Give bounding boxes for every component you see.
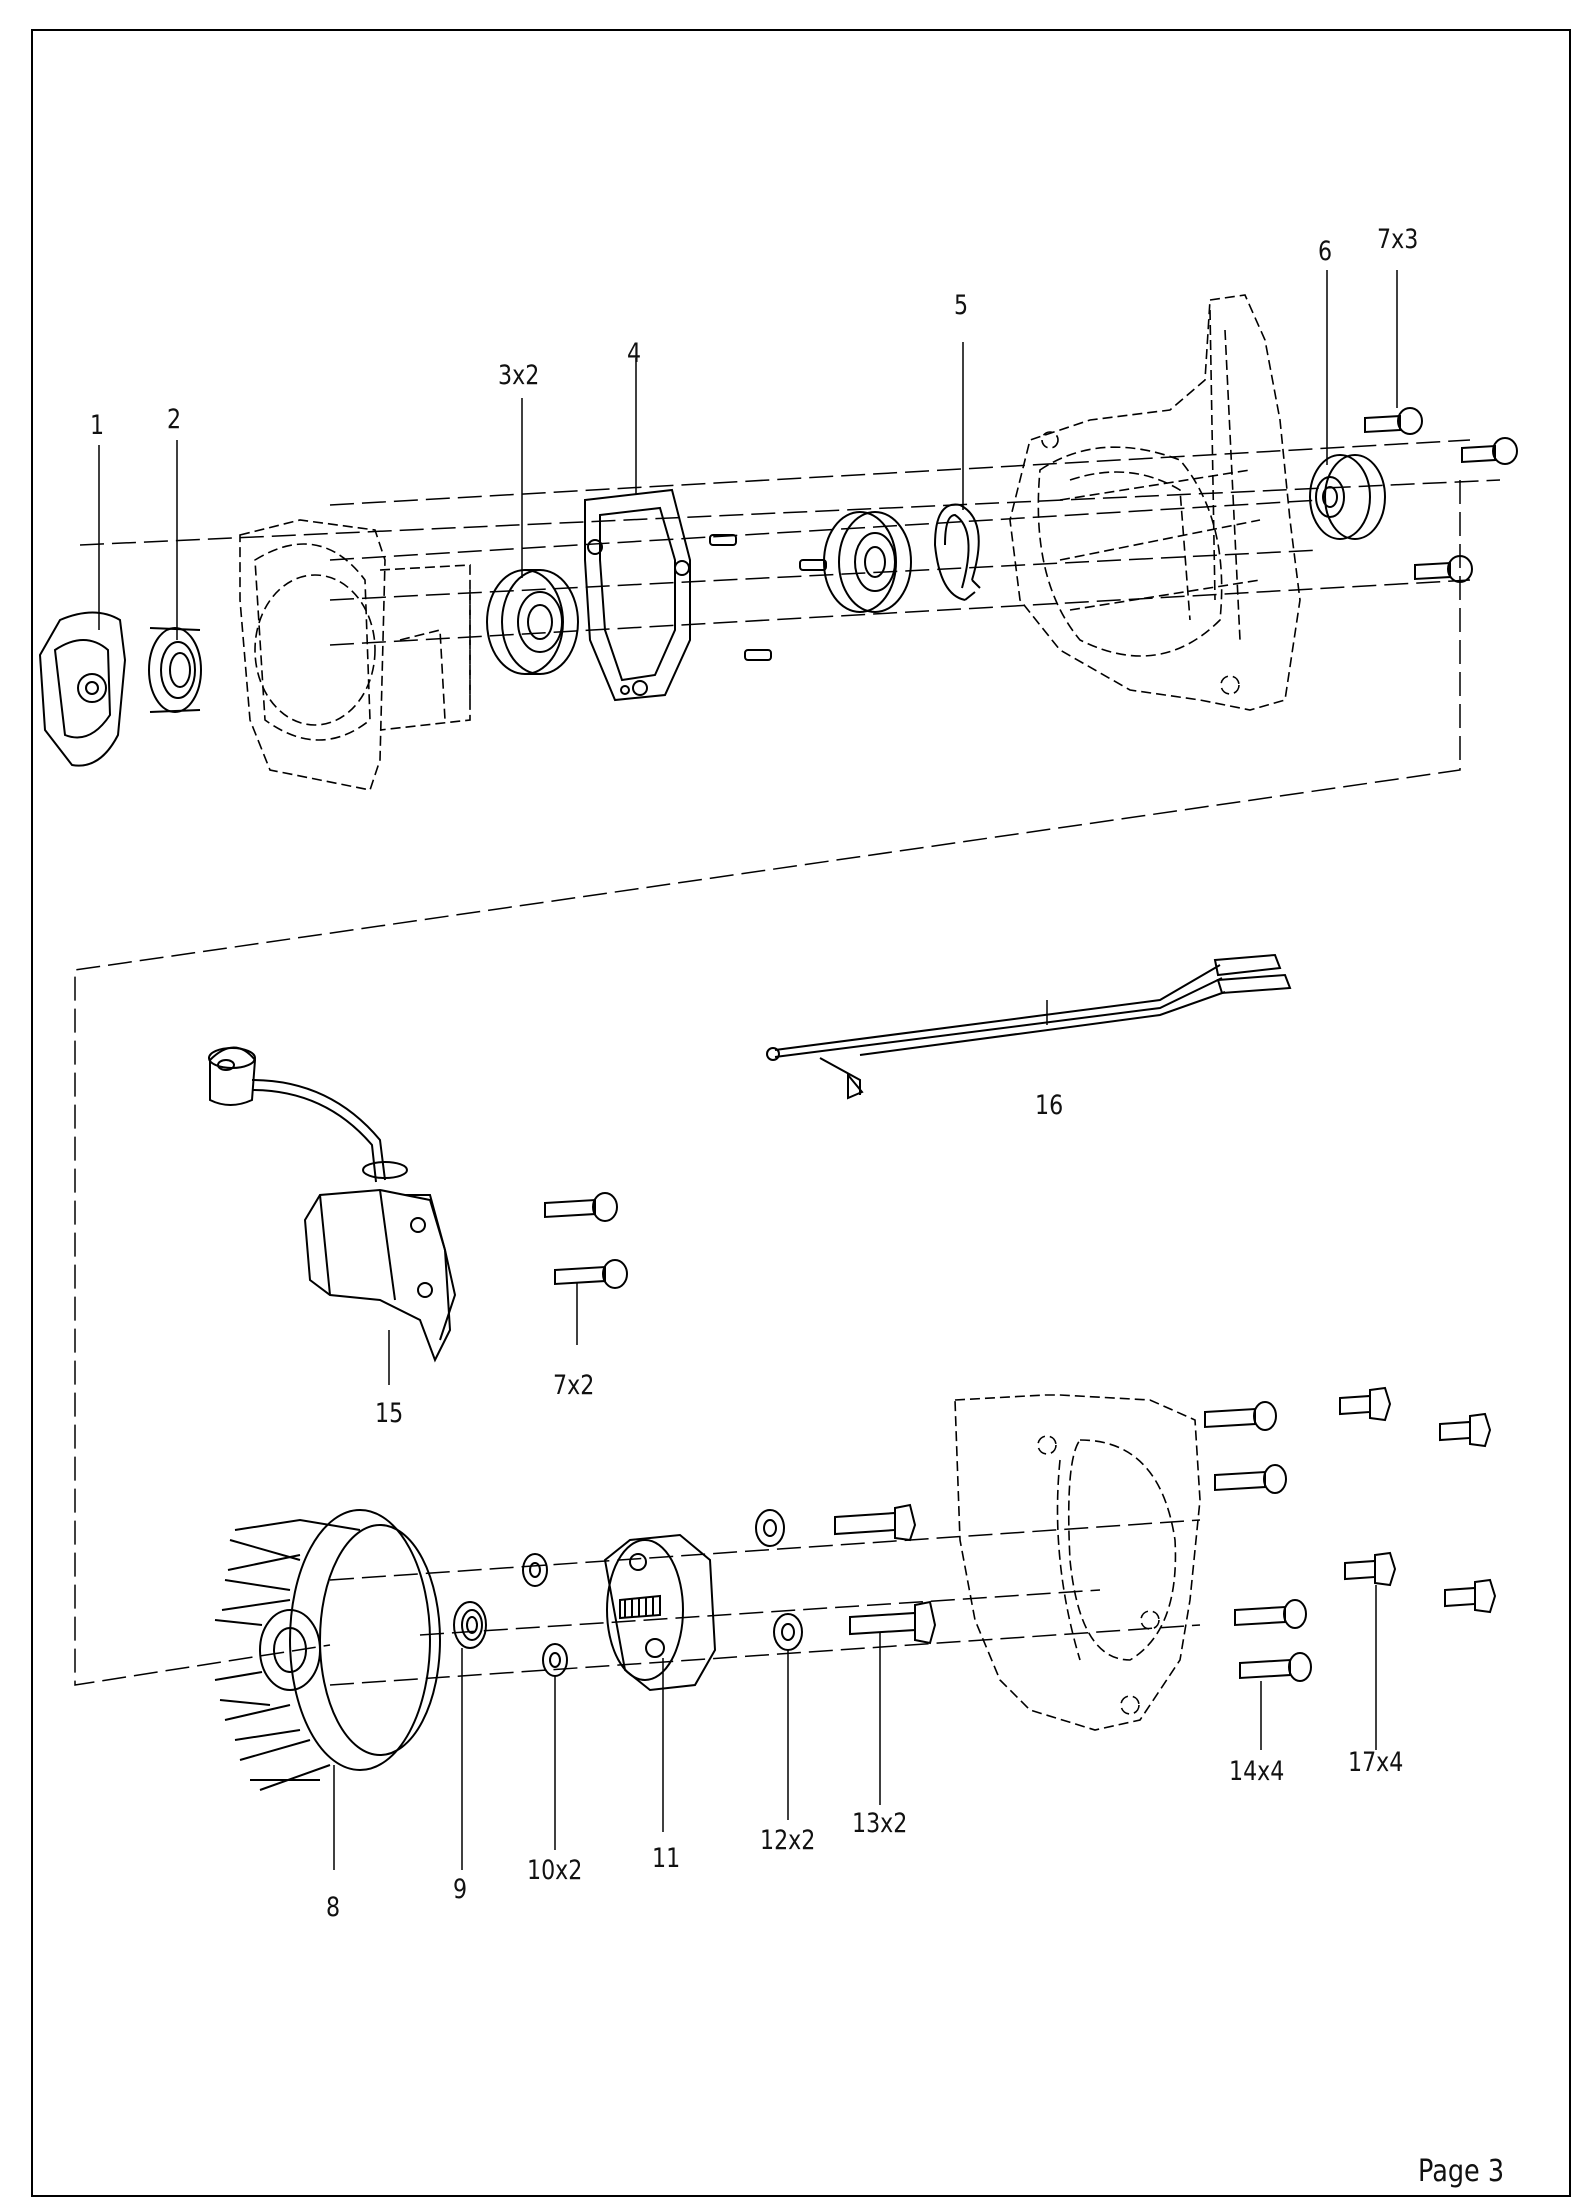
part-14-screws xyxy=(1204,1401,1312,1682)
part-1-cover xyxy=(38,611,127,767)
part-label-16: 16 xyxy=(1035,1090,1064,1121)
part-label-9: 9 xyxy=(453,1874,468,1905)
bottom-axis-lines xyxy=(329,1519,1201,1686)
part-label-11: 11 xyxy=(652,1843,681,1874)
part-3-bearing xyxy=(486,569,579,675)
part-label-13: 13x2 xyxy=(852,1808,908,1839)
part-2-seal xyxy=(148,627,202,713)
part-label-3: 3x2 xyxy=(498,360,540,391)
part-label-17: 17x4 xyxy=(1348,1747,1404,1778)
part-7-screws-top xyxy=(1364,407,1518,583)
part-label-7-top: 7x3 xyxy=(1377,224,1419,255)
assembly-connector-line xyxy=(74,480,1461,1686)
part-13-bolts xyxy=(834,1503,937,1645)
part-label-5: 5 xyxy=(954,290,969,321)
crankcase-cover xyxy=(954,1394,1201,1731)
dowel-pins xyxy=(709,534,827,661)
part-4-gasket xyxy=(584,488,691,702)
part-label-8: 8 xyxy=(326,1892,341,1923)
part-label-1: 1 xyxy=(90,410,105,441)
part-7-screws-coil xyxy=(544,1192,628,1289)
part-label-15: 15 xyxy=(375,1398,404,1429)
page-border xyxy=(31,29,1571,2197)
part-label-12: 12x2 xyxy=(760,1825,816,1856)
part-12-washers xyxy=(755,1509,803,1651)
part-5-circlip xyxy=(933,503,981,601)
part-label-14: 14x4 xyxy=(1229,1756,1285,1787)
left-crankcase xyxy=(239,519,471,791)
part-16-wire-harness xyxy=(766,953,1292,1100)
right-crankcase xyxy=(1009,294,1301,711)
leader-lines xyxy=(98,270,1398,1870)
part-6-seal xyxy=(1309,454,1386,540)
part-9-nut xyxy=(453,1601,487,1649)
part-17-bolts xyxy=(1339,1386,1497,1614)
part-label-7-coil: 7x2 xyxy=(553,1370,595,1401)
part-10-washers xyxy=(522,1553,568,1677)
part-11-clutch xyxy=(603,1533,717,1692)
page-number: Page 3 xyxy=(1418,2154,1505,2189)
part-label-2: 2 xyxy=(167,404,182,435)
assembly-axis-lines xyxy=(79,439,1501,646)
part-8-flywheel xyxy=(214,1509,441,1791)
part-label-6: 6 xyxy=(1318,236,1333,267)
second-bearing xyxy=(823,511,912,613)
part-label-10: 10x2 xyxy=(527,1855,583,1886)
part-label-4: 4 xyxy=(627,338,642,369)
part-15-ignition-coil xyxy=(208,1046,457,1363)
